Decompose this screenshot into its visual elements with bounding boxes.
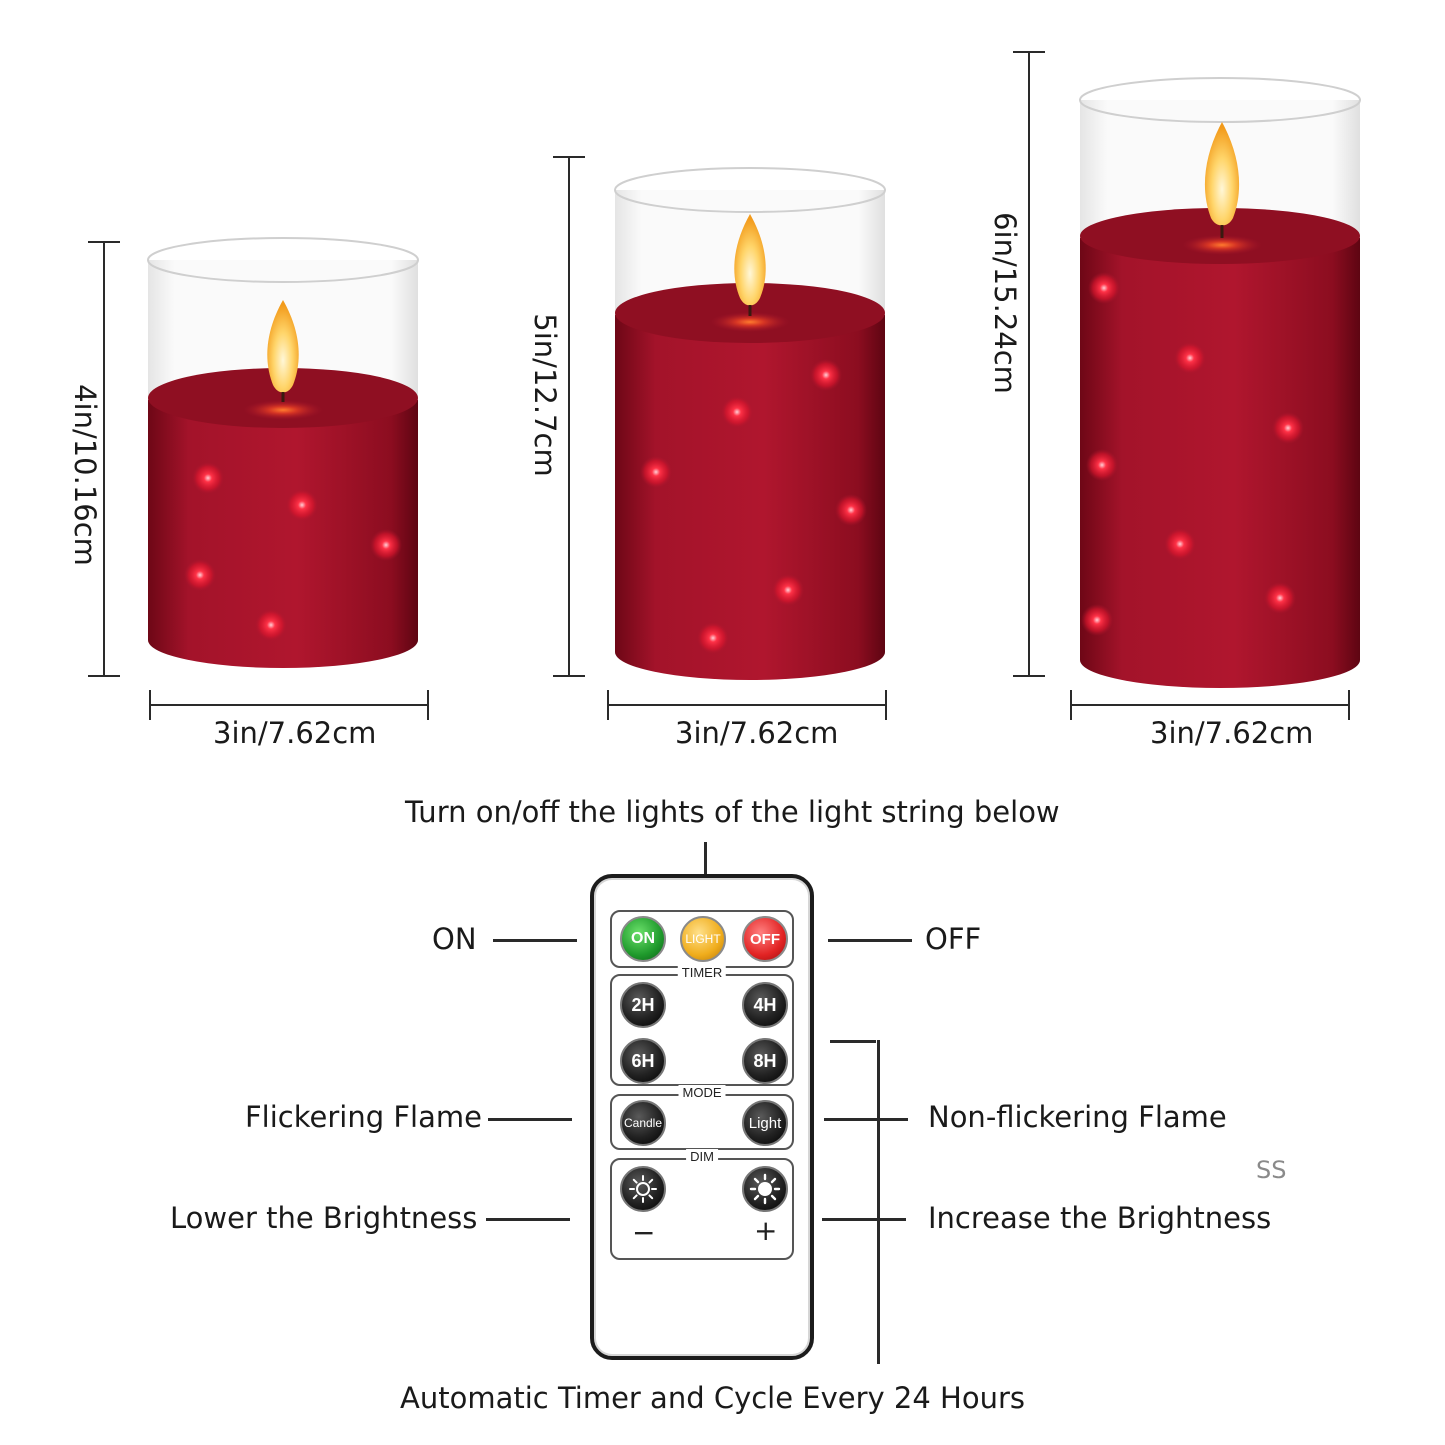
non-flickering-label: Non-flickering Flame — [928, 1100, 1227, 1134]
top-caption: Turn on/off the lights of the light stri… — [405, 795, 1060, 829]
off-label: OFF — [925, 922, 982, 956]
flickering-label: Flickering Flame — [245, 1100, 482, 1134]
remote-control: ON LIGHT OFF TIMER 2H 4H 6H 8H MODE Cand… — [590, 874, 814, 1360]
bottom-caption: Automatic Timer and Cycle Every 24 Hours — [400, 1381, 1026, 1415]
sun-outline-icon — [629, 1175, 657, 1203]
small-width-label: 3in/7.62cm — [213, 716, 377, 750]
timer-title: TIMER — [677, 965, 727, 980]
medium-height-label: 5in/12.7cm — [528, 313, 562, 477]
large-width-line — [1071, 704, 1349, 706]
small-width-line — [150, 704, 428, 706]
small-height-line — [103, 242, 105, 676]
timer-bracket-vertical — [877, 1040, 880, 1364]
on-label: ON — [432, 922, 477, 956]
lower-brightness-label: Lower the Brightness — [170, 1201, 478, 1235]
medium-width-label: 3in/7.62cm — [675, 716, 839, 750]
timer-2h-button[interactable]: 2H — [620, 982, 666, 1028]
minus-sign: − — [632, 1216, 656, 1249]
light-mode-button[interactable]: Light — [742, 1100, 788, 1146]
timer-6h-button[interactable]: 6H — [620, 1038, 666, 1084]
timer-8h-button[interactable]: 8H — [742, 1038, 788, 1084]
large-height-line — [1028, 52, 1030, 676]
candle-mode-button[interactable]: Candle — [620, 1100, 666, 1146]
large-height-label: 6in/15.24cm — [988, 212, 1022, 394]
watermark: SS — [1256, 1156, 1287, 1184]
timer-panel: TIMER 2H 4H 6H 8H — [610, 965, 794, 1086]
large-candle — [1079, 77, 1361, 688]
sun-filled-icon — [749, 1173, 781, 1205]
candles-illustration — [147, 77, 1361, 688]
timer-4h-button[interactable]: 4H — [742, 982, 788, 1028]
small-candle — [147, 237, 419, 668]
timer-bracket-top — [830, 1040, 876, 1043]
dim-panel: DIM − — [610, 1149, 794, 1260]
plus-sign: + — [754, 1214, 778, 1247]
top-caption-pointer — [704, 842, 707, 876]
light-button[interactable]: LIGHT — [680, 916, 726, 962]
medium-width-line — [608, 704, 886, 706]
small-height-label: 4in/10.16cm — [68, 384, 102, 566]
mode-title: MODE — [678, 1085, 726, 1100]
on-button[interactable]: ON — [620, 916, 666, 962]
dim-down-button[interactable] — [620, 1166, 666, 1212]
medium-height-line — [568, 157, 570, 676]
medium-candle — [614, 167, 886, 680]
power-panel: ON LIGHT OFF — [610, 910, 794, 968]
dim-up-button[interactable] — [742, 1166, 788, 1212]
mode-panel: MODE Candle Light — [610, 1085, 794, 1150]
off-button[interactable]: OFF — [742, 916, 788, 962]
dim-title: DIM — [686, 1149, 718, 1164]
large-width-label: 3in/7.62cm — [1150, 716, 1314, 750]
increase-brightness-label: Increase the Brightness — [928, 1201, 1272, 1235]
